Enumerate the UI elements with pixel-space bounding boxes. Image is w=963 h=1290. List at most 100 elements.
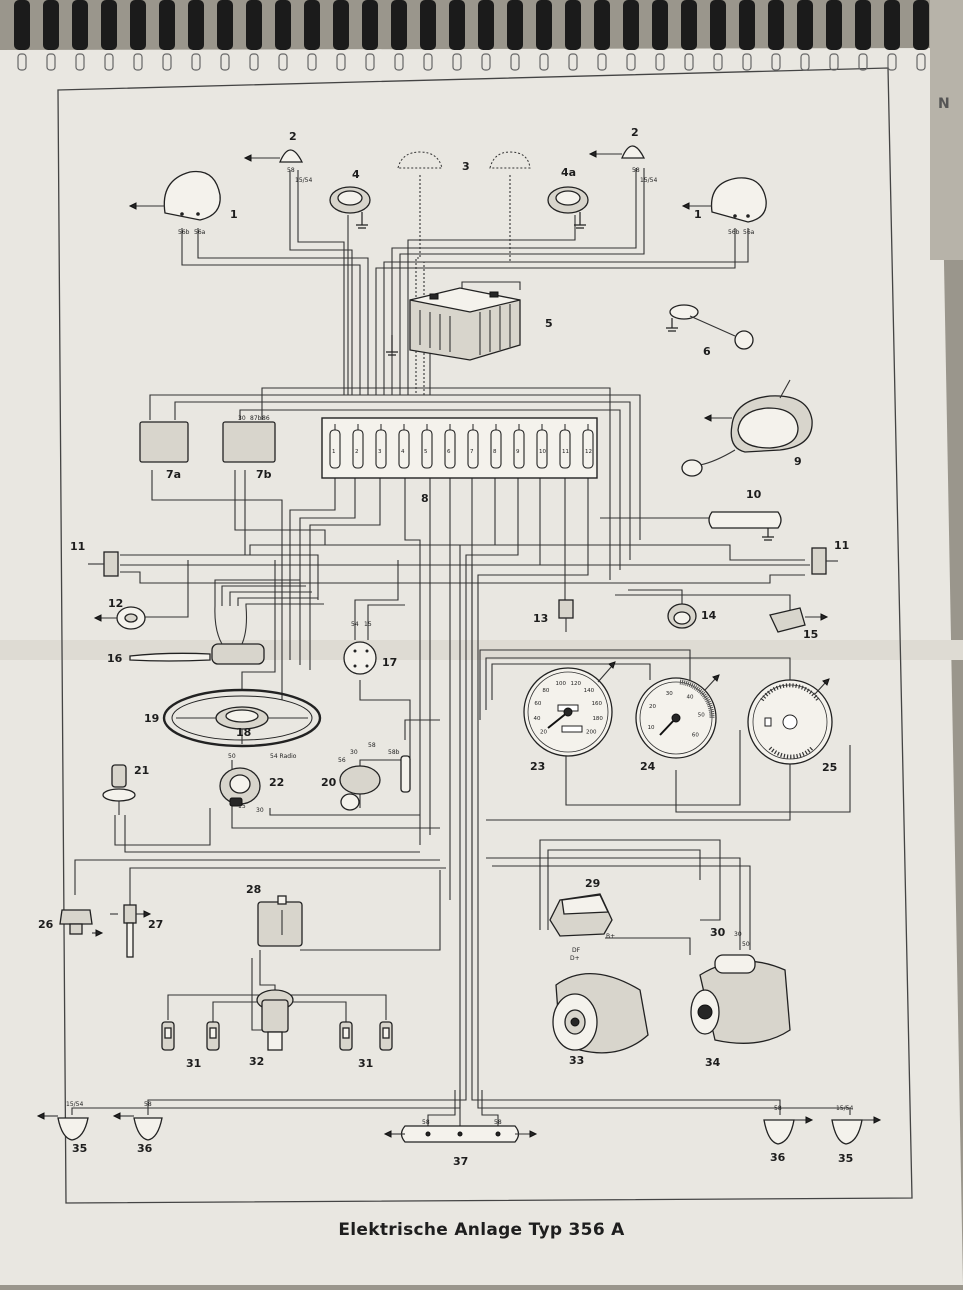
switch-15: [769, 607, 829, 633]
label-1-left: 1: [230, 208, 238, 221]
binding-loop: [101, 0, 117, 50]
background-card: [930, 0, 963, 260]
binding-hole: [916, 53, 926, 71]
rear-turn-lamp-right: [831, 1116, 882, 1145]
fuse-number: 4: [401, 449, 405, 455]
wiring-harness: [71, 168, 851, 1130]
ignition-coil: [257, 895, 303, 947]
speedometer-scale-label: 100: [556, 681, 567, 687]
sender-27: [110, 904, 152, 958]
binding-hole: [742, 53, 752, 71]
diagram-caption: Elektrische Anlage Typ 356 A: [338, 1220, 625, 1240]
tachometer-scale-label: 60: [692, 733, 699, 739]
binding-loop: [362, 0, 378, 50]
terminal-30-22: 30: [256, 807, 264, 814]
binding-loop: [565, 0, 581, 50]
binding-loop: [739, 0, 755, 50]
headlamp-left: [128, 170, 221, 221]
binding-hole: [655, 53, 665, 71]
relay-7a: [139, 421, 189, 463]
binding-hole: [452, 53, 462, 71]
label-33: 33: [569, 1054, 584, 1067]
label-24: 24: [640, 760, 656, 773]
fog-lamp-right: [489, 151, 531, 169]
fuse-number: 2: [355, 449, 359, 455]
label-23: 23: [530, 760, 545, 773]
binding-loop: [188, 0, 204, 50]
binding-loop: [130, 0, 146, 50]
terminal-1554-left: 15/54: [295, 177, 312, 184]
terminal-54-17: 54: [351, 621, 359, 628]
label-7b: 7b: [256, 468, 272, 481]
terminal-1554-rear-right: 15/54: [836, 1105, 853, 1112]
terminal-58b-20: 58b: [388, 749, 400, 756]
terminal-58-20: 58: [368, 742, 376, 749]
label-19: 19: [144, 712, 159, 725]
label-4a: 4a: [561, 166, 576, 179]
terminal-58-rear-left: 58: [144, 1101, 152, 1108]
binding-loop: [275, 0, 291, 50]
tachometer-scale-label: 40: [687, 694, 694, 700]
label-28: 28: [246, 883, 261, 896]
speedometer-scale-label: 80: [542, 688, 549, 694]
label-3: 3: [462, 160, 470, 173]
label-36-left: 36: [137, 1142, 153, 1155]
fog-lamp-left: [397, 151, 443, 169]
light-switch-22: [219, 767, 261, 807]
binding-loop: [536, 0, 552, 50]
terminal-56b-left: 56b: [178, 229, 190, 236]
fuse-number: 6: [447, 449, 451, 455]
binding-hole: [133, 53, 143, 71]
binding-hole: [365, 53, 375, 71]
sender-26: [59, 909, 104, 937]
terminal-1554-right: 15/54: [640, 177, 657, 184]
door-contact-left: [88, 551, 119, 577]
label-36-right: 36: [770, 1151, 786, 1164]
horn-right: [547, 186, 589, 229]
terminal-58-plate-left: 58: [422, 1119, 430, 1126]
binding-hole: [423, 53, 433, 71]
terminal-54radio-22: 54 Radio: [270, 753, 297, 760]
binding-loop: [449, 0, 465, 50]
binding-loop: [855, 0, 871, 50]
label-17: 17: [382, 656, 397, 669]
label-29: 29: [585, 877, 600, 890]
terminal-labels: 56b 56a 56b 56a 58 15/54 58 15/54 30 87b…: [66, 167, 853, 1126]
label-31-right: 31: [358, 1057, 373, 1070]
fuse-number: 3: [378, 449, 382, 455]
fuse-number: 7: [470, 449, 474, 455]
horn-left: [329, 186, 371, 229]
binding-hole: [539, 53, 549, 71]
binding-hole: [771, 53, 781, 71]
label-15: 15: [803, 628, 818, 641]
binding-loop: [159, 0, 175, 50]
binding-loop: [333, 0, 349, 50]
binding-hole: [307, 53, 317, 71]
label-7a: 7a: [166, 468, 181, 481]
binding-hole: [162, 53, 172, 71]
spark-plug-right-1: [339, 1021, 353, 1051]
binding-loop: [652, 0, 668, 50]
binding-hole: [800, 53, 810, 71]
binding-loop: [246, 0, 262, 50]
fuse-number: 8: [493, 449, 497, 455]
terminal-30-7b: 30: [238, 415, 246, 422]
binding-hole: [858, 53, 868, 71]
starter-motor: [690, 954, 791, 1044]
diagram-frame: [57, 67, 913, 1204]
label-18: 18: [236, 726, 251, 739]
tachometer-scale-label: 10: [648, 725, 655, 731]
binding-hole: [191, 53, 201, 71]
label-2-right: 2: [631, 126, 639, 139]
speedometer-scale-label: 120: [570, 681, 581, 687]
voltage-regulator: [549, 893, 613, 937]
binding-loop: [623, 0, 639, 50]
binding-loop: [826, 0, 842, 50]
binding-loop: [797, 0, 813, 50]
interior-light: [708, 511, 782, 541]
relay-7b: [222, 421, 276, 463]
binding-hole: [713, 53, 723, 71]
label-35-right: 35: [838, 1152, 853, 1165]
terminal-30-30: 30: [734, 931, 742, 938]
